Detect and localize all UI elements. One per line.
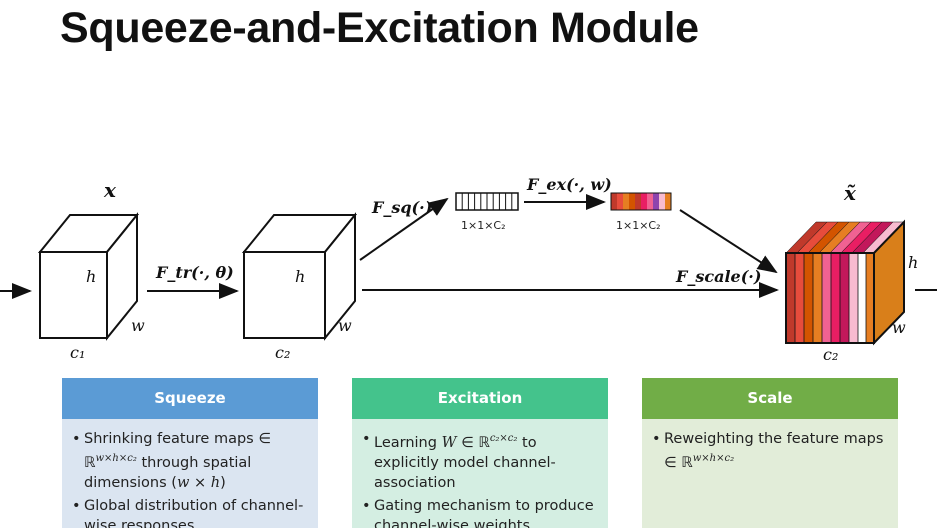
- label-c1: c₁: [70, 343, 85, 362]
- page-title: Squeeze-and-Excitation Module: [60, 4, 699, 52]
- label-f-scale: F_scale(·): [675, 267, 761, 286]
- excitation-card-title: Excitation: [352, 378, 608, 419]
- label-vec-dim-2: 1×1×C₂: [616, 219, 661, 232]
- input-cube: [37, 212, 140, 341]
- label-h-2: h: [295, 267, 305, 286]
- label-w-1: w: [131, 316, 145, 335]
- excitation-bullet-2: Gating mechanism to produce channel-wise…: [362, 496, 600, 528]
- label-vec-dim-1: 1×1×C₂: [461, 219, 506, 232]
- label-h-1: h: [86, 267, 96, 286]
- scale-card: Scale Reweighting the feature maps ∈ ℝw×…: [642, 378, 898, 528]
- label-f-sq: F_sq(·): [371, 198, 432, 217]
- squeeze-bullet-1: Shrinking feature maps ∈ ℝw×h×c₂ through…: [72, 429, 310, 493]
- label-w-2: w: [338, 316, 352, 335]
- squeezed-vector: [455, 192, 519, 211]
- weights-arrow: [679, 209, 778, 274]
- squeeze-card-title: Squeeze: [62, 378, 318, 419]
- transformed-cube: [241, 212, 358, 341]
- squeeze-bullet-2: Global distribution of channel-wise resp…: [72, 496, 310, 528]
- scale-card-title: Scale: [642, 378, 898, 419]
- label-x: x: [103, 178, 117, 202]
- fsq-arrow: [359, 197, 449, 261]
- excitation-card: Excitation Learning W ∈ ℝc₂×c₂ to explic…: [352, 378, 608, 528]
- squeeze-card: Squeeze Shrinking feature maps ∈ ℝw×h×c₂…: [62, 378, 318, 528]
- label-c2-out: c₂: [823, 345, 838, 364]
- label-c2-mid: c₂: [275, 343, 290, 362]
- scale-bullet-1: Reweighting the feature maps ∈ ℝw×h×c₂: [652, 429, 890, 473]
- label-f-ex: F_ex(·, w): [526, 175, 612, 194]
- label-w-3: w: [892, 318, 906, 337]
- excitation-bullet-1: Learning W ∈ ℝc₂×c₂ to explicitly model …: [362, 429, 600, 493]
- label-f-tr: F_tr(·, θ): [155, 263, 234, 282]
- excitation-vector: [610, 192, 672, 211]
- label-x-tilde: x̃: [843, 181, 857, 205]
- label-h-3: h: [908, 253, 918, 272]
- output-cube: [785, 219, 905, 346]
